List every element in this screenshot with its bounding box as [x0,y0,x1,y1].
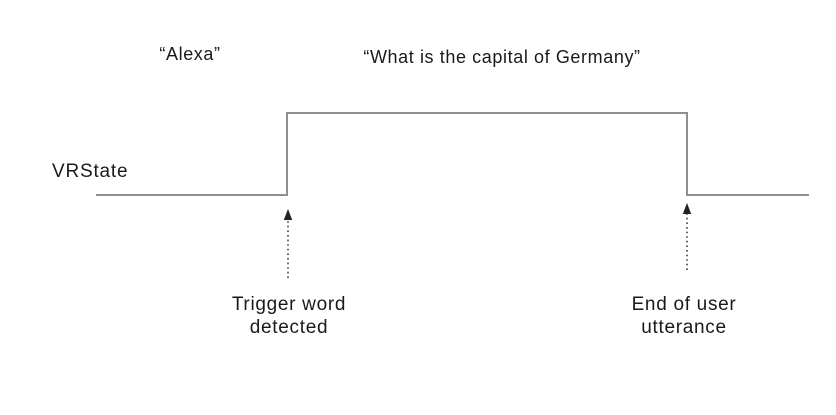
signal-name-label: VRState [52,161,129,182]
up-arrowhead-icon [682,203,692,214]
end-of-user-utterance-label: End of user utterance [631,294,737,338]
vrstate-waveform [96,112,809,196]
trigger-phrase-label: “Alexa” [159,44,221,64]
up-arrowhead-icon [283,209,293,220]
rising-edge-arrow [283,209,293,278]
falling-edge-arrow [682,203,692,270]
trigger-word-detected-label: Trigger word detected [231,294,347,338]
user-utterance-label: “What is the capital of Germany” [363,47,641,67]
